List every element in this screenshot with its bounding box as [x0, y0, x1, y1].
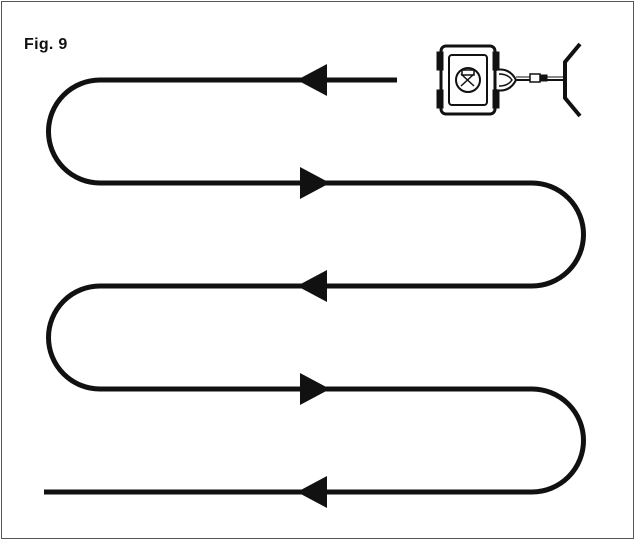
arrow-left-icon — [297, 270, 327, 302]
mower-top-view-icon — [436, 42, 583, 118]
arrow-right-icon — [300, 167, 330, 199]
arrow-right-icon — [300, 373, 330, 405]
arrow-left-icon — [297, 476, 327, 508]
arrow-left-icon — [297, 64, 327, 96]
figure-label: Fig. 9 — [24, 36, 68, 53]
